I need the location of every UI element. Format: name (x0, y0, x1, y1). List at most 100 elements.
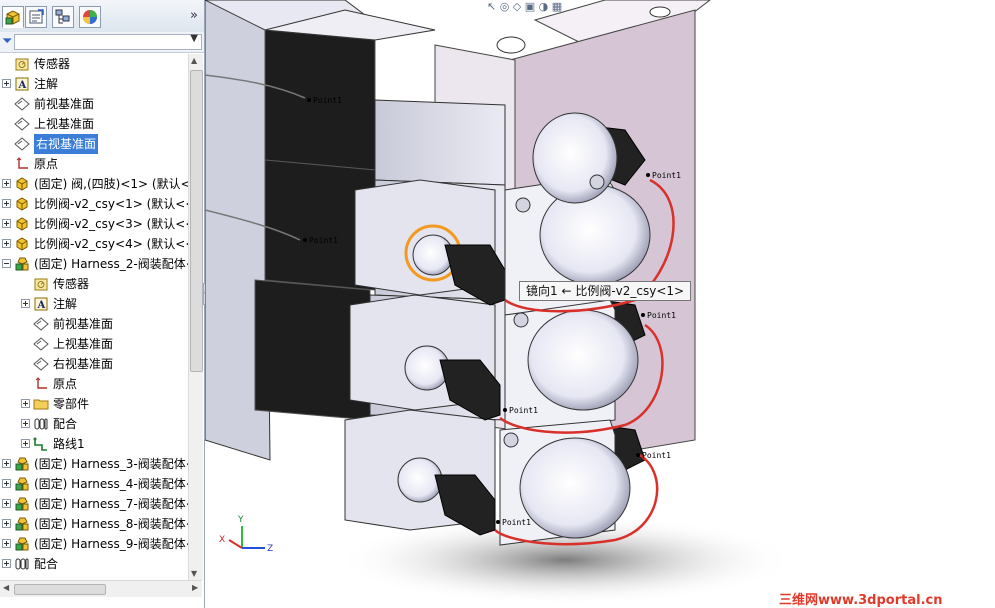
tree-item-label: 配合 (34, 557, 59, 571)
tree-item[interactable]: 路线1 (0, 434, 188, 454)
scroll-up-arrow-icon[interactable]: ▲ (191, 56, 198, 65)
view-tool-icon[interactable]: ↖ ◎ ◇ ▣ ◑ ▦ (487, 0, 563, 13)
tree-item[interactable]: (固定) 阀,(四肢)<1> (默认<< (0, 174, 188, 194)
scroll-thumb[interactable] (190, 70, 203, 372)
property-manager-tab[interactable] (25, 6, 47, 28)
tree-item[interactable]: (固定) Harness_3-阀装配体< (0, 454, 188, 474)
expand-icon[interactable] (21, 299, 30, 308)
scroll-down-arrow-icon[interactable]: ▼ (191, 569, 198, 578)
tree-item[interactable]: 比例阀-v2_csy<1> (默认<<默 (0, 194, 188, 214)
tree-vertical-scrollbar[interactable]: ▲ ▼ (188, 54, 203, 580)
tree-item[interactable]: (固定) Harness_4-阀装配体< (0, 474, 188, 494)
tree-item[interactable]: 传感器 (0, 54, 188, 74)
tree-item-label: 原点 (34, 157, 59, 171)
folder-icon (33, 396, 49, 412)
display-manager-tab[interactable] (79, 6, 101, 28)
filter-dropdown[interactable]: ▼ (14, 33, 202, 50)
tree-item[interactable]: 原点 (0, 154, 188, 174)
expand-icon[interactable] (2, 79, 11, 88)
point-label: Point1 (647, 311, 676, 320)
tree-item-label: (固定) Harness_3-阀装配体< (34, 457, 188, 471)
expand-icon[interactable] (2, 499, 11, 508)
tree-item[interactable]: A 注解 (0, 294, 188, 314)
tree-item[interactable]: 右视基准面 (0, 354, 188, 374)
tree-item-label: 注解 (53, 297, 78, 311)
annotation-icon: A (14, 76, 30, 92)
configuration-manager-tab[interactable] (52, 6, 74, 28)
expand-icon[interactable] (2, 539, 11, 548)
tree-item[interactable]: 零部件 (0, 394, 188, 414)
tree-item[interactable]: 比例阀-v2_csy<3> (默认<<默 (0, 214, 188, 234)
triad-y-label: Y (237, 515, 244, 525)
panel-tab-bar: » (0, 0, 204, 33)
expand-icon[interactable] (21, 399, 30, 408)
expand-icon[interactable] (2, 199, 11, 208)
collapse-icon[interactable] (2, 259, 11, 268)
scroll-left-arrow-icon[interactable]: ◀ (3, 583, 10, 592)
feature-manager-tab[interactable] (2, 6, 24, 28)
tree-item[interactable]: 配合 (0, 414, 188, 434)
expand-icon[interactable] (2, 519, 11, 528)
tree-item[interactable]: 传感器 (0, 274, 188, 294)
route-point-7: Point1 (496, 518, 531, 527)
route-icon (33, 436, 49, 452)
tree-item-label: (固定) Harness_2-阀装配体< (34, 257, 188, 271)
sensor-icon (14, 56, 30, 72)
connector-ring-3 (397, 457, 443, 503)
tree-item[interactable]: 上视基准面 (0, 114, 188, 134)
configuration-manager-icon (55, 9, 70, 24)
cable-2 (499, 323, 664, 434)
site-watermark: 三维网www.3dportal.cn (779, 593, 943, 608)
h-scroll-thumb[interactable] (14, 584, 106, 595)
tree-item-label: 上视基准面 (53, 337, 114, 351)
route-point-3: Point1 (646, 171, 681, 180)
expand-icon[interactable] (21, 439, 30, 448)
expand-icon[interactable] (21, 419, 30, 428)
solenoid-coil-3 (519, 437, 631, 539)
tree-item[interactable]: 前视基准面 (0, 314, 188, 334)
expand-icon[interactable] (2, 219, 11, 228)
assembly-icon (14, 476, 30, 492)
more-tabs-chevron-icon[interactable]: » (190, 8, 198, 23)
tree-item[interactable]: (固定) Harness_2-阀装配体< (0, 254, 188, 274)
annotation-icon: A (33, 296, 49, 312)
tree-item-label: 原点 (53, 377, 78, 391)
feature-tree-icon (5, 10, 20, 25)
expand-icon[interactable] (2, 179, 11, 188)
chevron-down-icon: ▼ (190, 33, 198, 44)
point-label: Point1 (502, 518, 531, 527)
tree-item[interactable]: (固定) Harness_9-阀装配体< (0, 534, 188, 554)
point-label: Point1 (642, 451, 671, 460)
tree-item[interactable]: 原点 (0, 374, 188, 394)
property-manager-icon (29, 9, 44, 24)
tree-item[interactable]: (固定) Harness_8-阀装配体< (0, 514, 188, 534)
tree-horizontal-scrollbar[interactable]: ◀ ▶ (0, 580, 202, 597)
graphics-viewport[interactable]: ↖ ◎ ◇ ▣ ◑ ▦ (205, 0, 995, 608)
bolt (503, 432, 519, 448)
tree-item-label: 右视基准面 (34, 134, 99, 154)
point-label: Point1 (313, 96, 342, 105)
assembly-model[interactable]: Point1 Point1 Point1 Point1 Point1 Point… (205, 0, 995, 608)
assembly-icon (14, 456, 30, 472)
tree-item[interactable]: 右视基准面 (0, 134, 188, 154)
tree-item[interactable]: 上视基准面 (0, 334, 188, 354)
tree-item[interactable]: 配合 (0, 554, 188, 574)
tree-item-label: 前视基准面 (34, 97, 95, 111)
tree-item[interactable]: 比例阀-v2_csy<4> (默认<<默 (0, 234, 188, 254)
tree-item-label: 上视基准面 (34, 117, 95, 131)
tree-item-label: (固定) Harness_9-阀装配体< (34, 537, 188, 551)
expand-icon[interactable] (2, 479, 11, 488)
plane-icon (14, 116, 30, 132)
expand-icon[interactable] (2, 559, 11, 568)
tree-item[interactable]: 前视基准面 (0, 94, 188, 114)
mates-icon (33, 416, 49, 432)
expand-icon[interactable] (2, 459, 11, 468)
part-icon (14, 176, 30, 192)
expand-icon[interactable] (2, 239, 11, 248)
tree-item[interactable]: (固定) Harness_7-阀装配体< (0, 494, 188, 514)
plane-icon (14, 136, 30, 152)
scroll-right-arrow-icon[interactable]: ▶ (192, 583, 199, 592)
filter-icon[interactable]: ⏷ (2, 34, 13, 49)
tree-item-label: 右视基准面 (53, 357, 114, 371)
